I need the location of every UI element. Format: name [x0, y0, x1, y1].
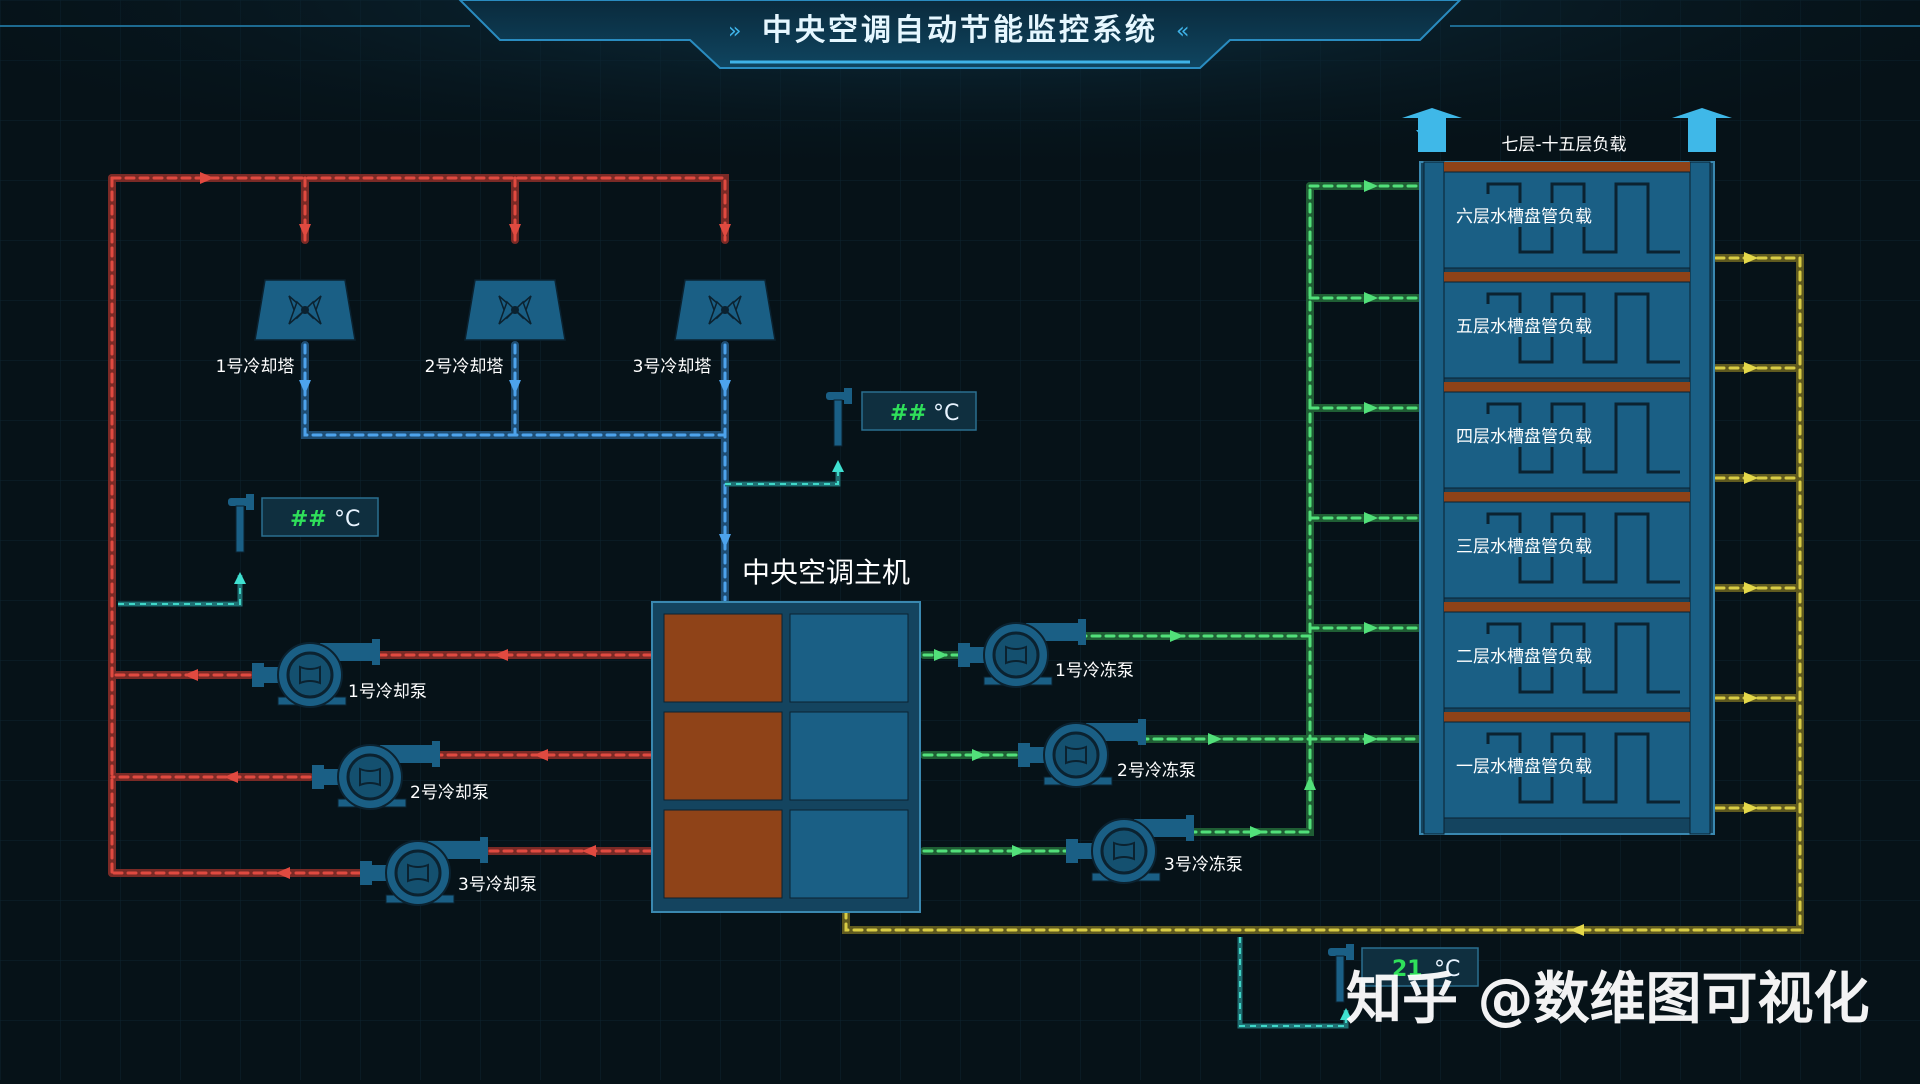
sensor-value: 21 [1392, 957, 1423, 982]
chevron-left-icon: » [728, 19, 741, 44]
page-title: 中央空调自动节能监控系统 [762, 13, 1158, 48]
cooling-pump-2[interactable]: 2号冷却泵 [310, 739, 489, 811]
coil-icon [1486, 732, 1680, 804]
coil-icon [1486, 292, 1680, 364]
load-group-title: 七层-十五层负载 [1501, 135, 1626, 155]
cooling-tower-label: 1号冷却塔 [216, 357, 295, 377]
temperature-sensor-2: ## °C [227, 493, 379, 553]
watermark: 知乎 @数维图可视化 [1346, 967, 1870, 1032]
sensor-value: ## [290, 507, 327, 532]
floor-load-label: 六层水槽盘管负载 [1456, 207, 1592, 227]
cooling-pump-3[interactable]: 3号冷却泵 [358, 835, 537, 907]
floor-load-2[interactable]: 五层水槽盘管负载 [1443, 272, 1691, 379]
chevron-right-icon: « [1176, 19, 1189, 44]
exhaust-arrow-icon [1688, 118, 1716, 152]
main-unit-label: 中央空调主机 [742, 556, 910, 589]
cooling-pump-label: 2号冷却泵 [410, 783, 489, 803]
cooling-tower-label: 2号冷却塔 [425, 357, 504, 377]
coil-icon [1486, 402, 1680, 474]
sensor-unit: °C [334, 507, 360, 532]
coil-icon [1486, 512, 1680, 584]
floor-load-label: 四层水槽盘管负载 [1456, 427, 1592, 447]
floor-load-3[interactable]: 四层水槽盘管负载 [1443, 382, 1691, 489]
temperature-sensor-1: ## °C [825, 387, 977, 447]
sensor-unit: °C [1434, 957, 1460, 982]
cooling-tower-1[interactable]: 1号冷却塔 [216, 279, 356, 377]
cooling-tower-3[interactable]: 3号冷却塔 [633, 279, 776, 377]
floor-load-label: 五层水槽盘管负载 [1456, 317, 1592, 337]
floor-load-6[interactable]: 一层水槽盘管负载 [1443, 712, 1691, 819]
chilled-pump-2[interactable]: 2号冷冻泵 [1016, 717, 1196, 789]
floor-load-label: 二层水槽盘管负载 [1456, 647, 1592, 667]
chilled-pump-label: 1号冷冻泵 [1055, 661, 1134, 681]
chilled-pump-label: 2号冷冻泵 [1117, 761, 1196, 781]
floor-load-4[interactable]: 三层水槽盘管负载 [1443, 492, 1691, 599]
coil-icon [1486, 622, 1680, 694]
sensor-value: ## [890, 401, 927, 426]
cooling-pump-label: 3号冷却泵 [458, 875, 537, 895]
cooling-tower-2[interactable]: 2号冷却塔 [425, 279, 566, 377]
floor-load-1[interactable]: 六层水槽盘管负载 [1443, 162, 1691, 269]
cooling-tower-label: 3号冷却塔 [633, 357, 712, 377]
temperature-sensor-3: 21 °C [1327, 943, 1479, 1003]
coil-icon [1486, 182, 1680, 254]
sensor-unit: °C [933, 401, 959, 426]
chilled-pump-3[interactable]: 3号冷冻泵 [1064, 813, 1243, 885]
floor-load-label: 一层水槽盘管负载 [1456, 757, 1592, 777]
header-banner: » « 中央空调自动节能监控系统 [0, 0, 1920, 69]
floor-load-label: 三层水槽盘管负载 [1456, 537, 1592, 557]
main-unit[interactable]: 中央空调主机 [651, 556, 921, 913]
cooling-pump-label: 1号冷却泵 [348, 682, 427, 702]
chilled-pump-label: 3号冷冻泵 [1164, 855, 1243, 875]
floor-load-5[interactable]: 二层水槽盘管负载 [1443, 602, 1691, 709]
chilled-pump-1[interactable]: 1号冷冻泵 [956, 617, 1134, 689]
cooling-pump-1[interactable]: 1号冷却泵 [250, 637, 427, 709]
